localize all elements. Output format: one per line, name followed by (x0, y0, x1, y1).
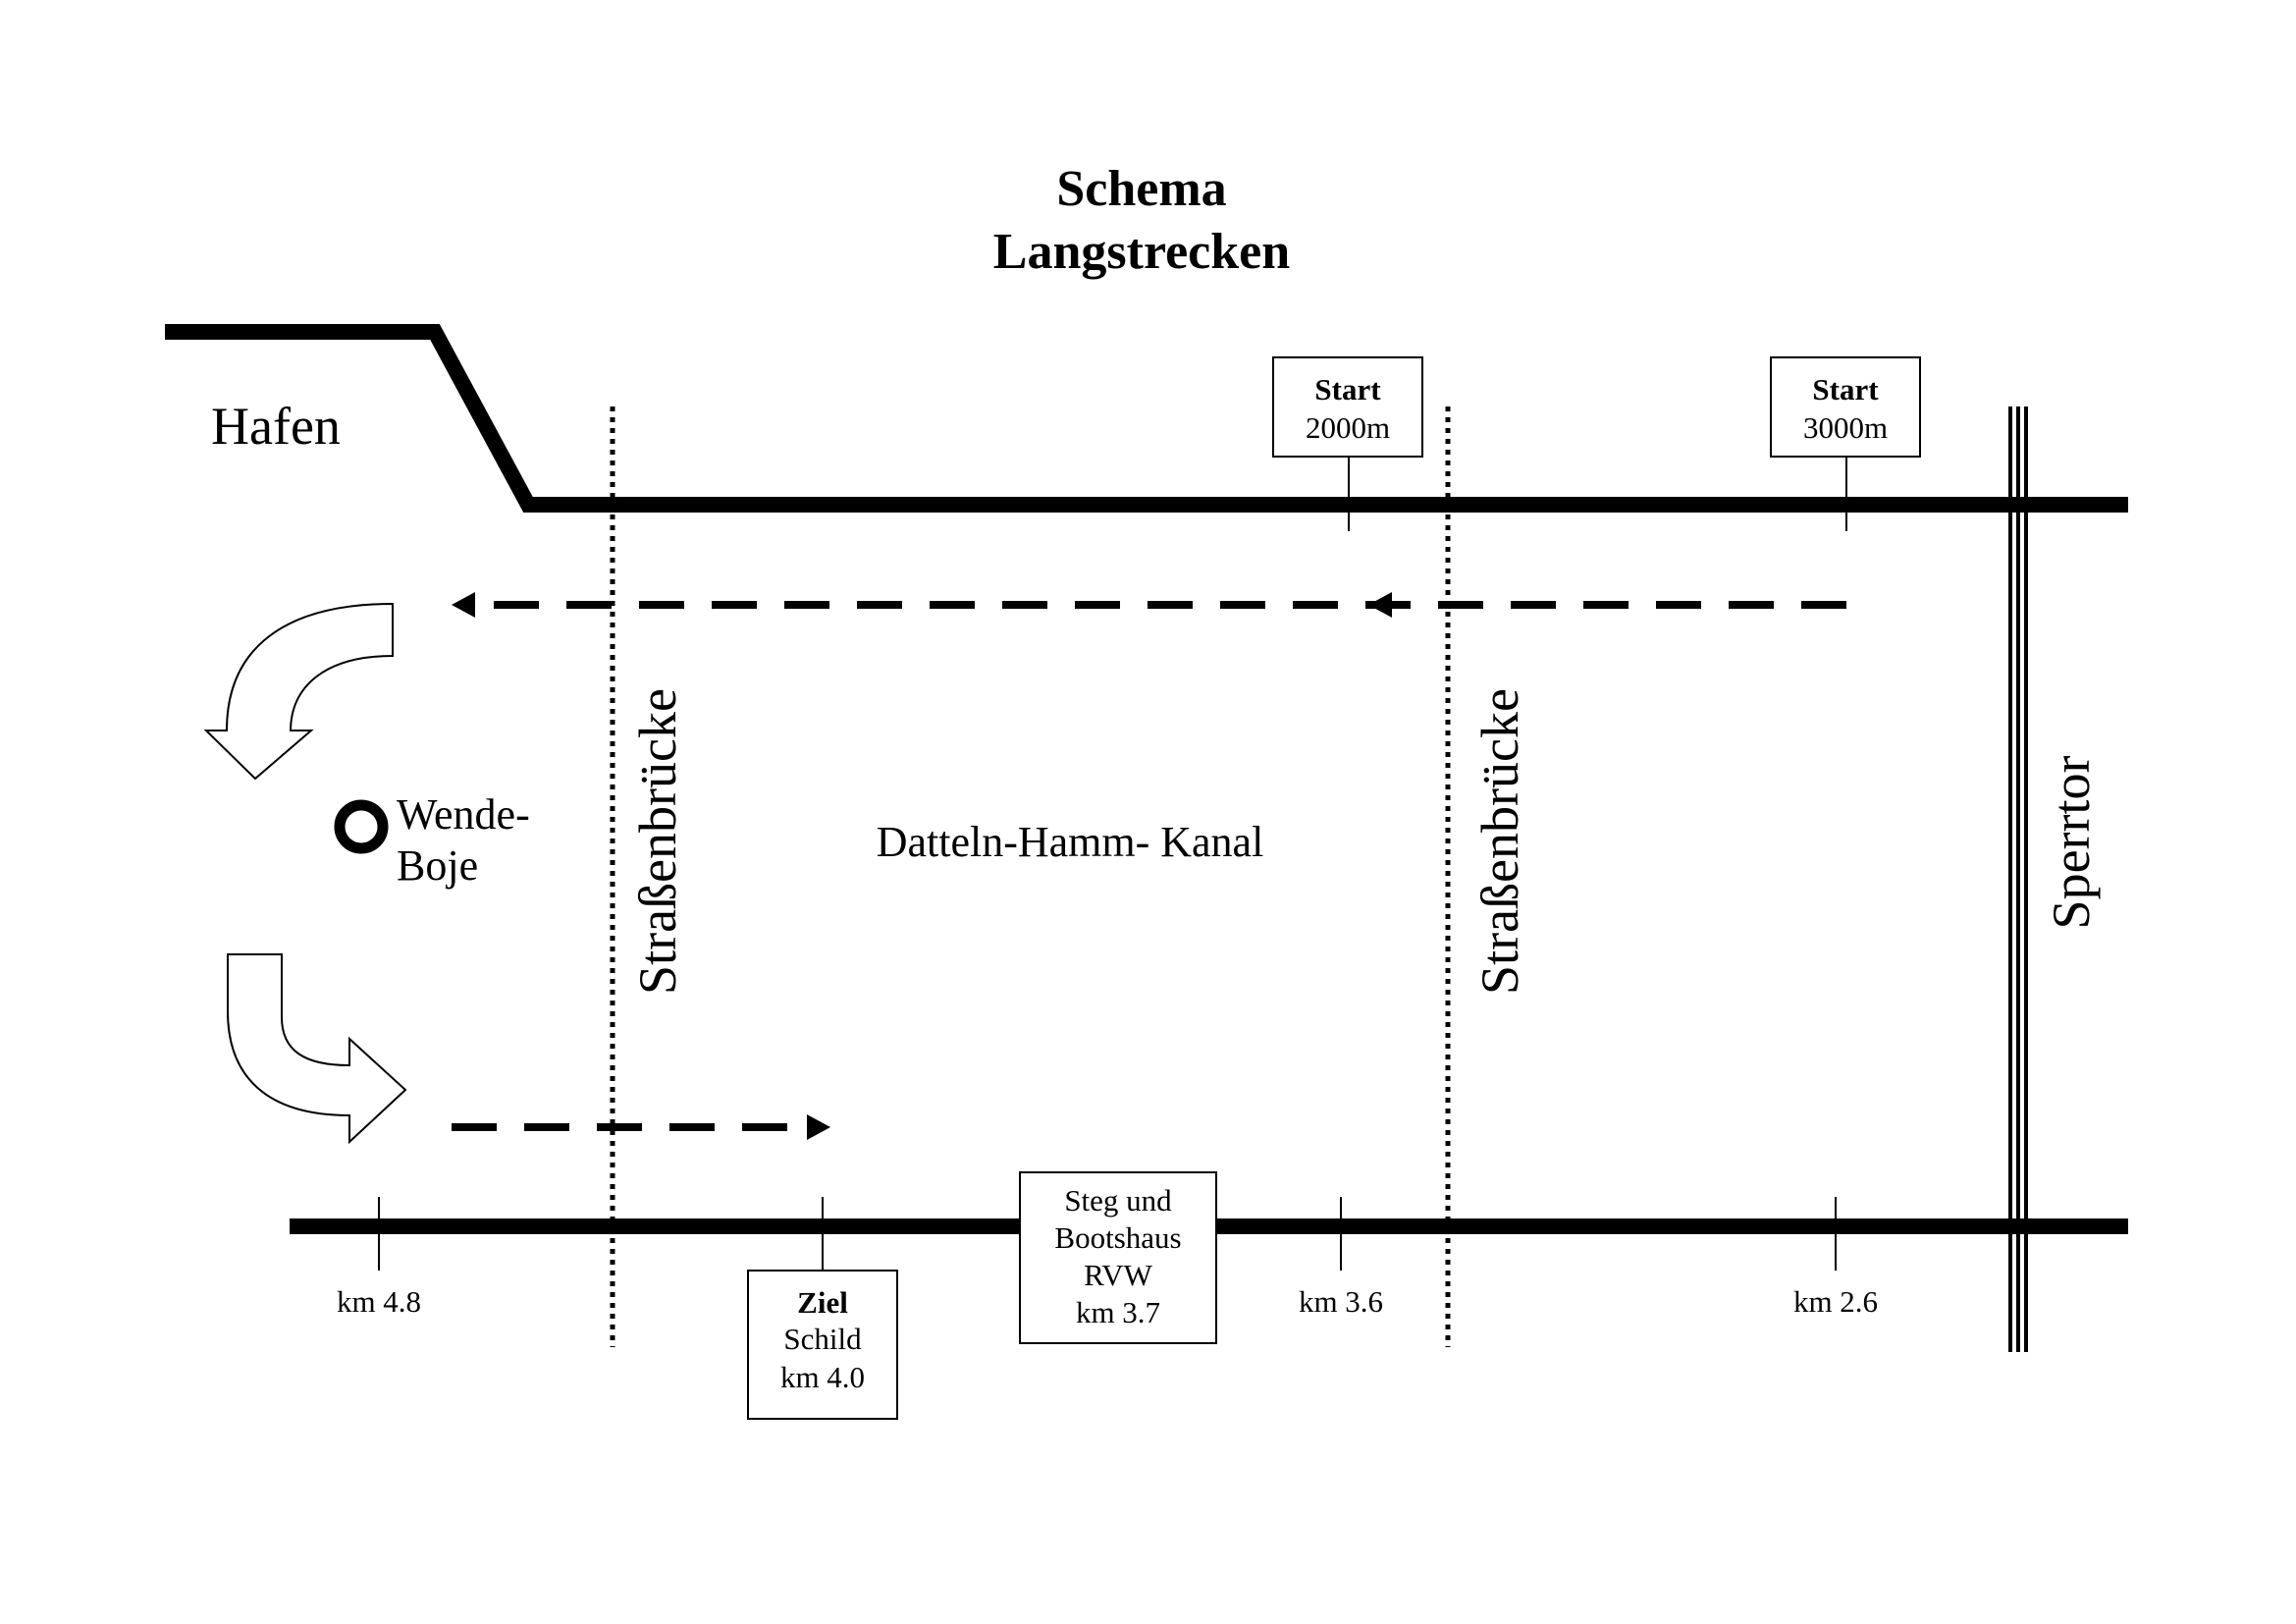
boathouse-box (1019, 1171, 1217, 1344)
start-2000-distance: 2000m (1306, 410, 1390, 445)
road-bridge-right-label: Straßenbrücke (1470, 688, 1529, 995)
turn-buoy-circle (334, 799, 389, 854)
boathouse-line-1: Steg und (1064, 1183, 1172, 1218)
harbor-label: Hafen (211, 397, 341, 456)
finish-sign: Schild (783, 1322, 862, 1356)
km26-label: km 2.6 (1793, 1284, 1878, 1319)
course-arrowhead-left-2 (1368, 592, 1392, 618)
boathouse-line-3: RVW (1084, 1258, 1153, 1292)
course-arrowhead-left-1 (452, 592, 475, 618)
turn-buoy-label-1: Wende- (397, 790, 530, 839)
lock-gate-label: Sperrtor (2042, 756, 2101, 930)
start-2000-box (1272, 356, 1423, 458)
road-bridge-left-label: Straßenbrücke (628, 688, 687, 995)
finish-km: km 4.0 (780, 1360, 865, 1394)
canal-label: Datteln-Hamm- Kanal (877, 818, 1264, 866)
finish-label: Ziel (797, 1285, 848, 1320)
turn-buoy-label-2: Boje (397, 841, 478, 890)
start-2000-label: Start (1314, 372, 1381, 406)
upper-canal-bank (165, 324, 2128, 513)
course-arrowhead-right (807, 1114, 830, 1140)
start-3000-distance: 3000m (1803, 410, 1888, 445)
turn-arrow-lower (227, 953, 407, 1145)
title-line-1: Schema (1056, 161, 1226, 217)
start-3000-box (1770, 356, 1921, 458)
boathouse-line-2: Bootshaus (1054, 1220, 1181, 1255)
km36-label: km 3.6 (1299, 1284, 1383, 1319)
boathouse-line-4: km 3.7 (1076, 1295, 1160, 1329)
finish-box (747, 1270, 898, 1420)
start-3000-label: Start (1812, 372, 1879, 406)
km48-label: km 4.8 (337, 1284, 421, 1319)
title-line-2: Langstrecken (993, 224, 1290, 280)
turn-arrow-upper (203, 602, 394, 781)
